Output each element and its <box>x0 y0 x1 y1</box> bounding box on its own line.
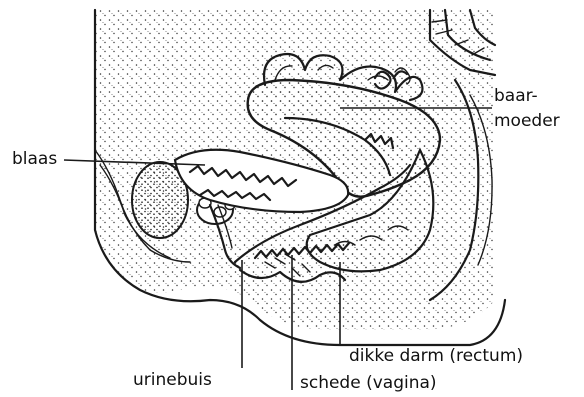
label-dikke-darm: dikke darm (rectum) <box>349 346 523 366</box>
label-blaas: blaas <box>12 149 57 169</box>
label-baarmoeder-line2: moeder <box>494 111 560 131</box>
label-baarmoeder-line1: baar- <box>494 86 538 106</box>
label-urinebuis: urinebuis <box>133 370 212 390</box>
label-schede: schede (vagina) <box>300 373 437 393</box>
